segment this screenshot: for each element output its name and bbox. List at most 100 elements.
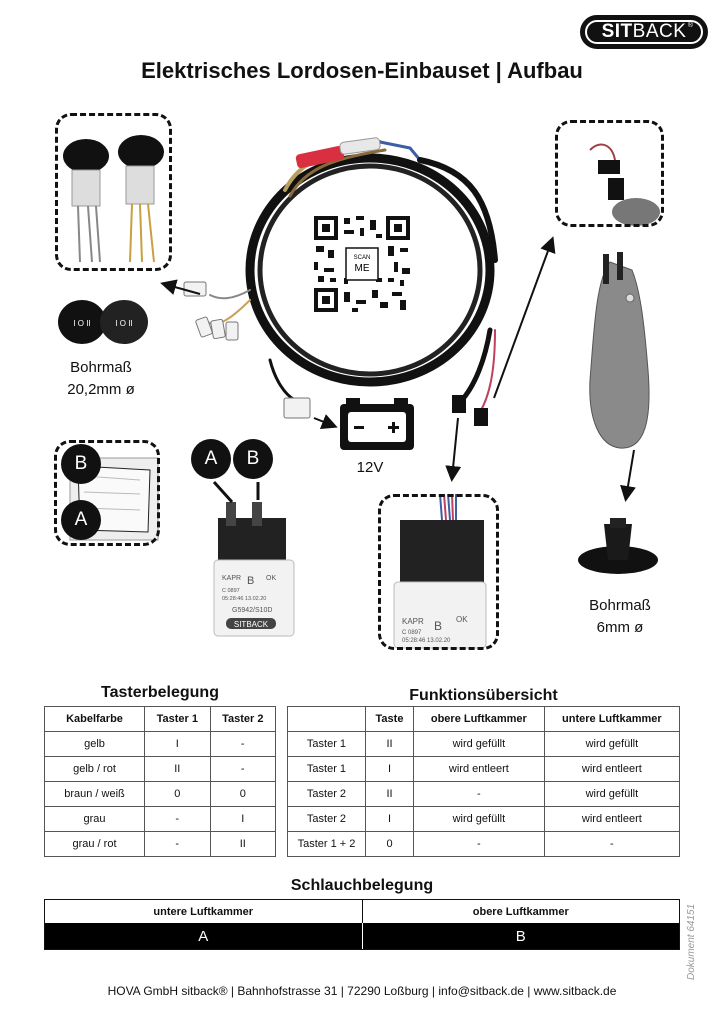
cell: I [365,756,414,782]
cell: - [144,831,211,857]
cell: II [144,756,211,782]
schlauch-title: Schlauchbelegung [290,877,434,894]
assembly-illustration: SCAN ME I O II I O II [58,135,660,649]
switches-frame [55,113,172,271]
cell: Taster 1 [287,756,366,782]
valve-a-code: C 0897 [222,588,240,594]
battery-icon [340,398,414,450]
cell: wird gefüllt [413,806,545,832]
table-header-row: Taste obere Luftkammer untere Luftkammer [287,706,681,732]
drill-size-clip: Bohrmaß 6mm ø [589,597,651,636]
logo-bold: SIT [601,21,633,42]
cell: braun / weiß [44,781,145,807]
funktion-table: Taste obere Luftkammer untere Luftkammer… [287,706,681,857]
cell: - [209,756,276,782]
cell: I [209,806,276,832]
header-obere-luftkammer: obere Luftkammer [361,900,680,923]
label-b-valve: B [233,439,273,479]
air-bladder [589,252,650,449]
table-row: grau / rot-II [44,831,276,857]
rocker-switches-round: I O II I O II [58,300,148,344]
valve-a-brand: KAPR [222,575,241,582]
cell: wird gefüllt [543,731,681,757]
cell: - [413,831,545,857]
cell: wird entleert [413,756,545,782]
battery-connector [283,397,311,419]
document-number: Dokument 64151 [686,903,697,980]
rocker-switches-wired [63,135,164,263]
logo-light: BACK [632,21,687,42]
table-row: grau-I [44,806,276,832]
valve-a-part: G5942/S10D [232,607,272,614]
value-a: A [198,927,209,945]
header-untere-luftkammer: untere Luftkammer [153,905,254,918]
funktion-title: Funktionsübersicht [409,687,558,704]
cell: - [209,731,276,757]
valve-b-date: 05:28:46 13.02.20 [402,638,451,644]
valve-a-logo: SITBACK [234,620,269,629]
cell: wird entleert [543,806,681,832]
header-kabelfarbe: Kabelfarbe [44,706,145,732]
drill-size-switch: Bohrmaß 20,2mm ø [67,359,135,398]
page-title: Elektrisches Lordosen-Einbauset | Aufbau [141,58,583,83]
value-b: B [361,923,680,949]
valve-b-mid: B [434,619,442,633]
push-rivet [578,518,658,574]
hose-frame [54,440,160,546]
cell: I [144,731,211,757]
cell: 0 [209,781,276,807]
cell: - [144,806,211,832]
header-taster1: Taster 1 [144,706,211,732]
schlauch-table: untere Luftkammer obere Luftkammer A B [44,899,680,950]
cell: Taster 1 [287,731,366,757]
valve-b-code: C 0897 [402,630,422,636]
cell: - [543,831,681,857]
valve-a-mid: B [247,575,254,587]
cell: II [365,781,414,807]
cell: grau [44,806,145,832]
label-b-hose: B [61,444,101,484]
cell: II [209,831,276,857]
valve-mount-frame [555,120,664,227]
cell: 0 [365,831,414,857]
cell: Taster 2 [287,781,366,807]
logo-registered: ® [687,22,693,29]
header-taster2: Taster 2 [209,706,276,732]
header-obere: obere Luftkammer [413,706,545,732]
footer: HOVA GmbH sitback® | Bahnhofstrasse 31 |… [107,984,617,998]
valve-frame [378,494,499,650]
qr-me-text: ME [355,263,370,274]
label-a-hose: A [61,500,101,540]
qr-scan-text: SCAN [354,255,371,261]
valve-b-brand: KAPR [402,617,424,626]
cell: wird entleert [543,756,681,782]
svg-text:I O II: I O II [115,319,132,328]
cell: gelb / rot [44,756,145,782]
cell: wird gefüllt [413,731,545,757]
label-a-valve: A [191,439,231,479]
cell: I [365,806,414,832]
valve-block-left [213,502,295,637]
header-untere: untere Luftkammer [543,706,681,732]
table-header-row: Kabelfarbe Taster 1 Taster 2 [44,706,276,732]
svg-text:I O II: I O II [73,319,90,328]
header-taste: Taste [365,706,414,732]
cell: - [413,781,545,807]
valve-a-date: 05:28:46 13.02.20 [222,596,266,602]
qr-code [314,216,410,312]
tasterbelegung-title: Tasterbelegung [101,684,219,701]
valve-block-right [393,493,487,649]
header-empty [287,706,366,732]
cell: 0 [144,781,211,807]
cell: Taster 1 + 2 [287,831,366,857]
cell: gelb [44,731,145,757]
